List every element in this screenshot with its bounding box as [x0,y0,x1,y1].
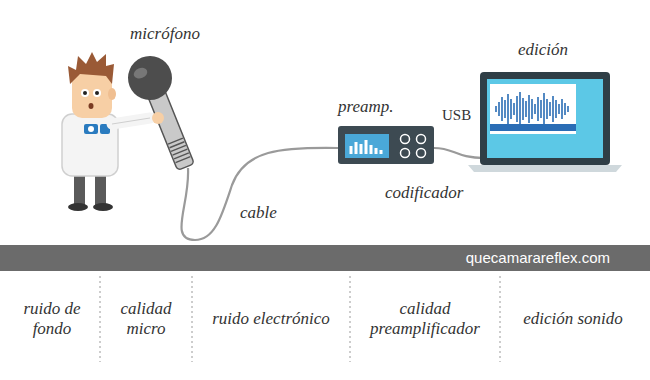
preamp-body [338,126,434,164]
table-cell: ruido de fondo [12,278,92,360]
separator [500,276,501,362]
part-label: codificador [385,183,463,203]
arm-outline [112,118,150,124]
shoe [68,203,88,211]
table-cell: edición sonido [508,278,638,360]
pupil [95,91,99,95]
eye [81,89,89,97]
leg [95,172,106,206]
knob [417,149,426,158]
part-label: micrófono [130,24,200,44]
connector-label: cable [240,203,277,223]
knob [401,149,410,158]
character [62,52,150,211]
editor-window [490,84,576,134]
stage-cell: ruido de fondo [12,299,92,340]
waveform [496,92,568,126]
table-cell: calidad preamplificador [360,278,490,360]
connector-label: USB [442,106,471,124]
hand [152,112,164,124]
separator [100,276,101,362]
eye [93,89,101,97]
knob [417,135,426,144]
pupil [83,91,87,95]
part-label: edición [518,40,568,60]
ear [108,88,116,100]
separator [192,276,193,362]
leg [74,172,85,206]
laptop-screen [487,79,603,158]
knob [401,135,410,144]
head [72,70,112,118]
preamp [338,126,434,164]
arm [112,118,150,124]
separators [100,276,500,362]
usb-cable [434,148,485,158]
microphone [121,49,206,175]
hair [68,52,114,84]
shoe [93,203,113,211]
shirt-logo [84,124,98,134]
laptop-base [468,165,622,172]
mouth [89,103,94,109]
level-bars [351,140,381,154]
mic-cable [181,148,338,240]
table-cell: calidad micro [106,278,186,360]
mic-highlight [132,66,149,81]
stage-cell: calidad micro [106,299,186,340]
stage-cell: calidad preamplificador [360,299,490,340]
laptop [468,72,622,172]
website-url: quecamarareflex.com [466,249,610,267]
url-band: quecamarareflex.com [0,245,650,271]
part-label: preamp. [338,97,394,117]
timeline-bar [490,124,576,131]
table-cell: ruido electrónico [196,278,346,360]
stage-cell: ruido electrónico [212,309,330,329]
preamp-display [345,134,389,158]
mic-handle [147,88,194,171]
separator [350,276,351,362]
laptop-frame [480,72,610,165]
shirt-logo [88,126,94,132]
mic-head [121,49,178,106]
stage-cell: edición sonido [523,309,623,329]
mic-grille [168,138,190,163]
